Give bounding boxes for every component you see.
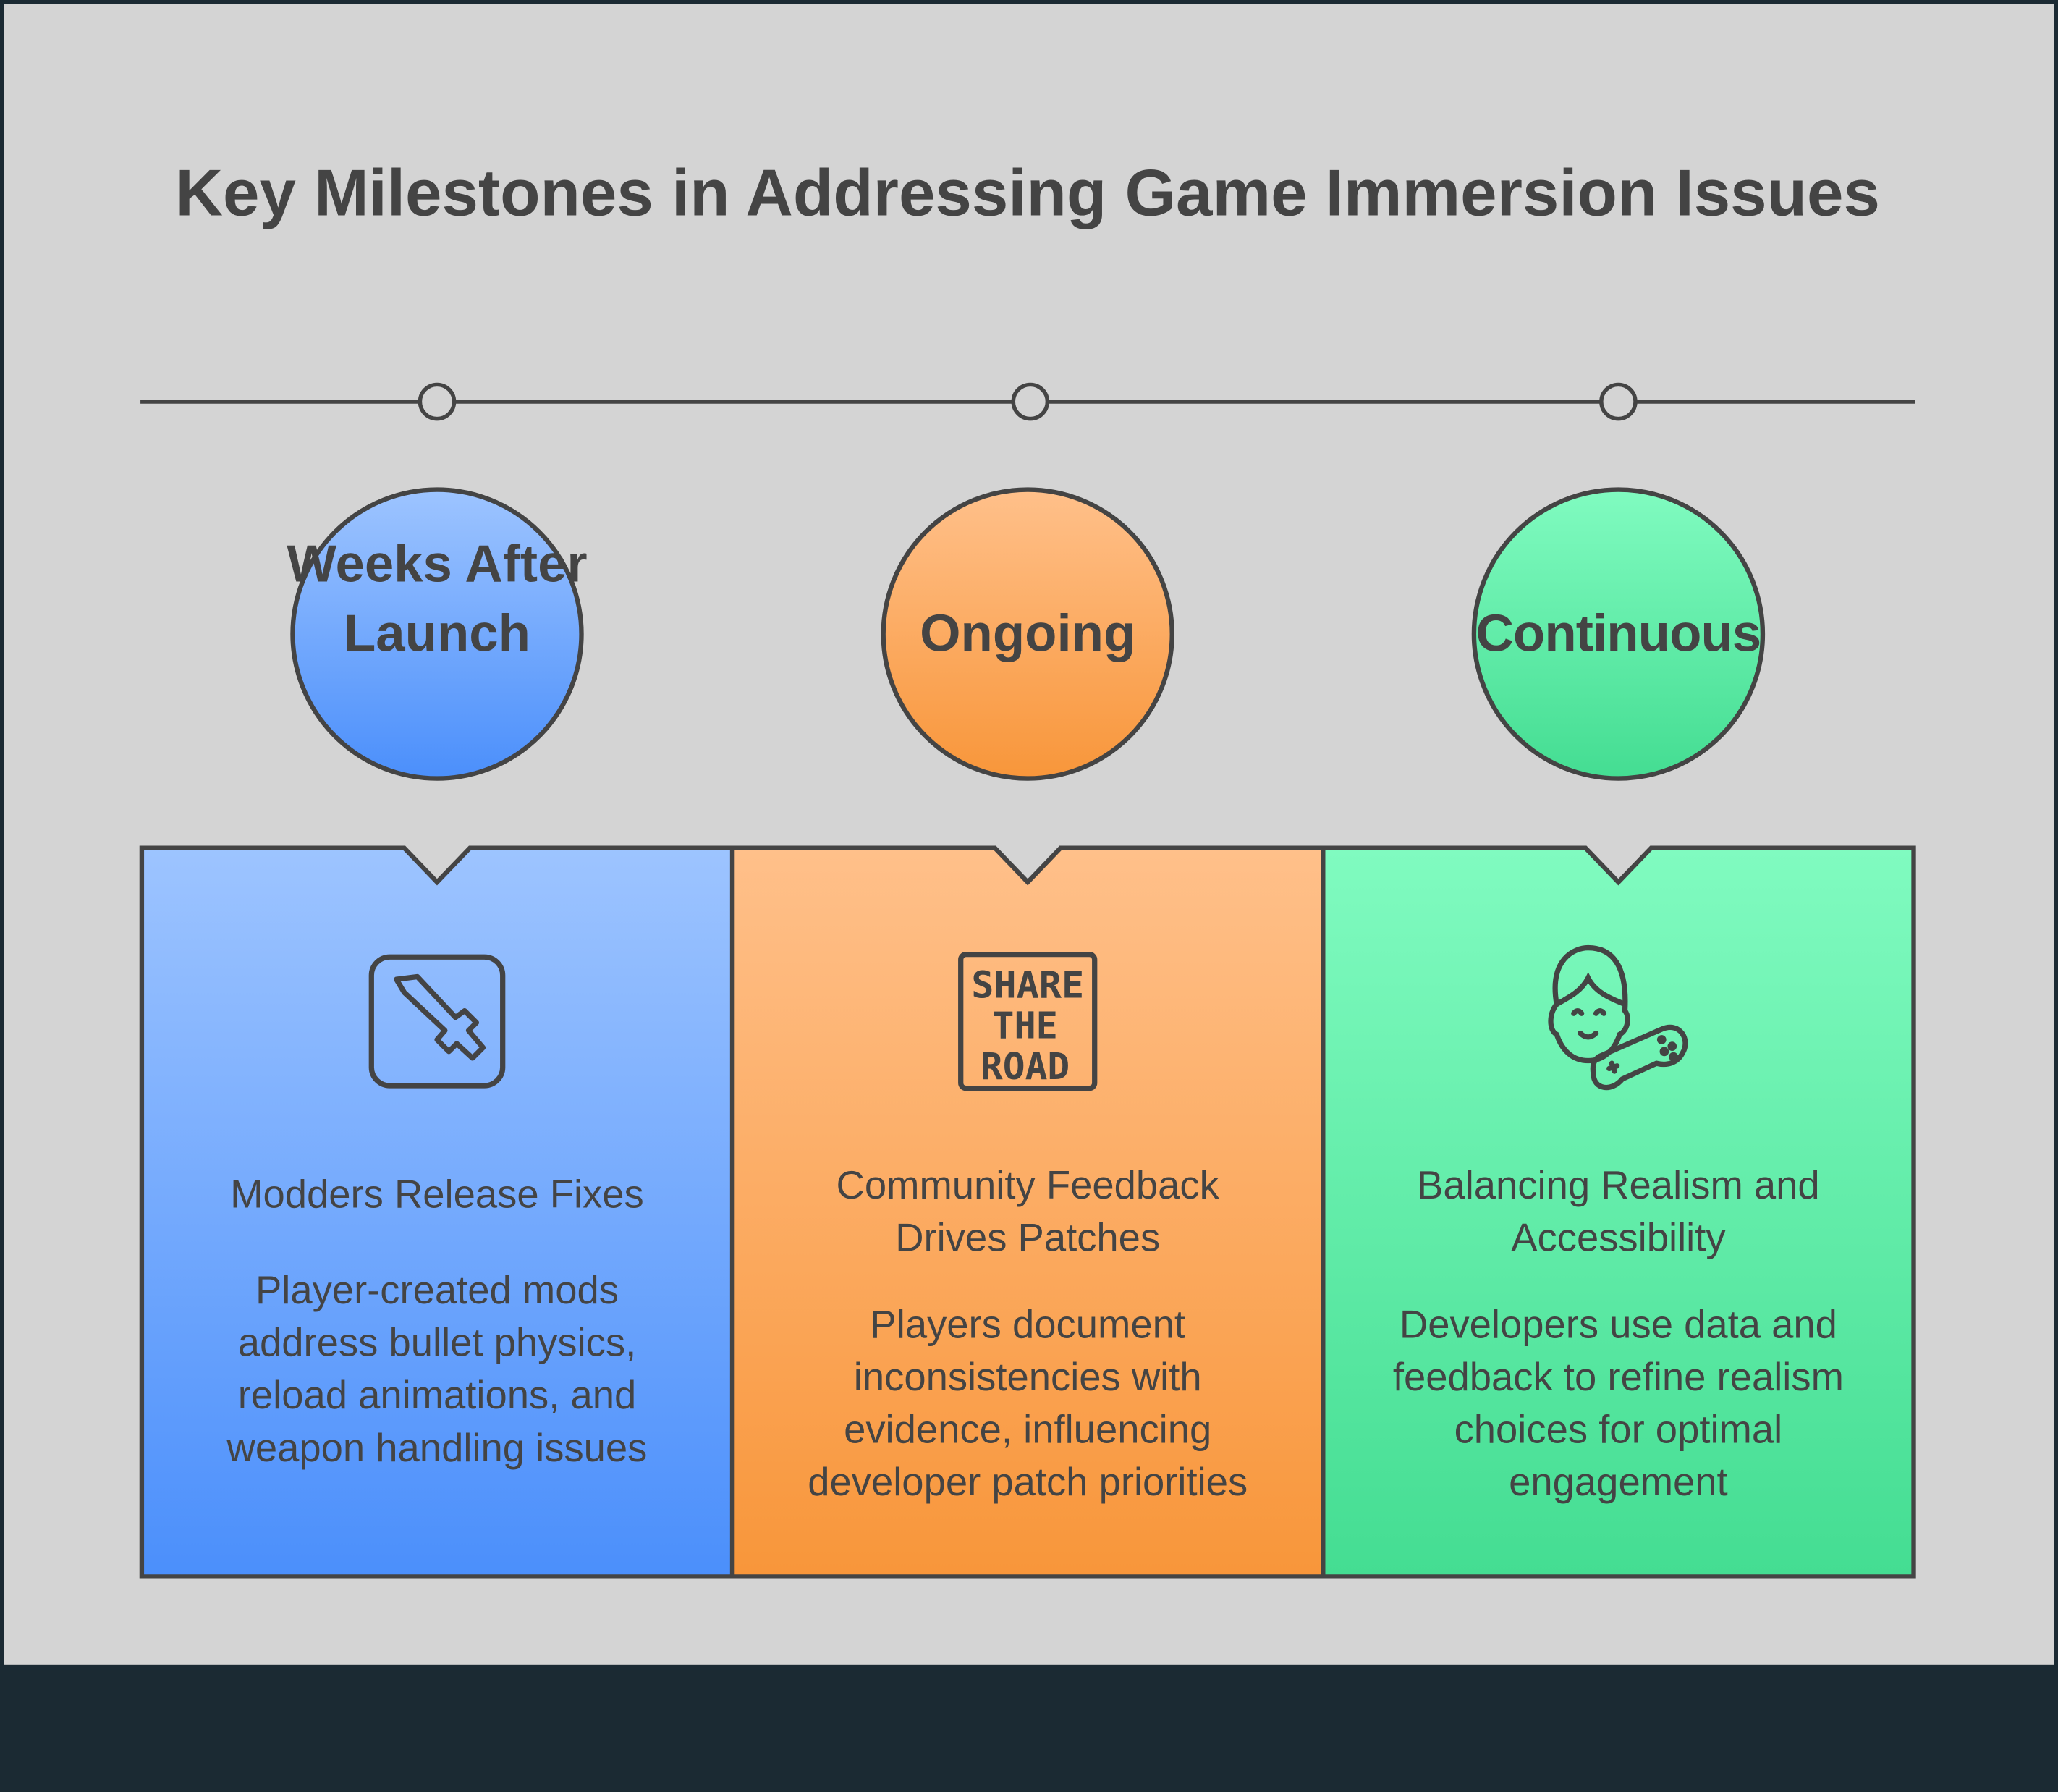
- page-title: Key Milestones in Addressing Game Immers…: [175, 156, 1880, 230]
- footer-bar: [0, 1664, 2058, 1792]
- timeline-dot: [418, 382, 457, 421]
- milestone-description-3: Developers use data and feedback to refi…: [1392, 1303, 1844, 1505]
- svg-text:SHARE: SHARE: [971, 963, 1084, 1006]
- gamer-with-controller-icon: [1548, 944, 1688, 1091]
- milestone-heading-1: Modders Release Fixes: [230, 1173, 644, 1217]
- svg-text:THE: THE: [992, 1005, 1058, 1047]
- milestone-circle-2: [881, 487, 1174, 781]
- sword-icon: [368, 954, 506, 1089]
- milestone-circle-3: [1471, 487, 1766, 781]
- timeline-dot: [1011, 382, 1050, 421]
- milestone-circle-1: [290, 487, 584, 781]
- milestone-description-2: Players document inconsistencies with ev…: [808, 1303, 1248, 1505]
- milestone-description-1: Player-created mods address bullet physi…: [226, 1269, 648, 1471]
- milestone-card-2: [729, 845, 1326, 1579]
- timeline-dot: [1599, 382, 1638, 421]
- svg-text:ROAD: ROAD: [981, 1045, 1070, 1088]
- milestone-card-3: [1321, 845, 1916, 1579]
- milestone-heading-2: Community Feedback Drives Patches: [836, 1164, 1219, 1261]
- milestone-time-label-3: Continuous: [1475, 605, 1761, 663]
- milestone-time-label-1: Weeks After Launch: [287, 536, 588, 663]
- share-the-road-sign-icon: SHARE THE ROAD: [958, 952, 1098, 1091]
- milestone-time-label-2: Ongoing: [920, 605, 1136, 663]
- milestone-card-1: [139, 845, 735, 1579]
- milestone-heading-3: Balancing Realism and Accessibility: [1417, 1164, 1820, 1261]
